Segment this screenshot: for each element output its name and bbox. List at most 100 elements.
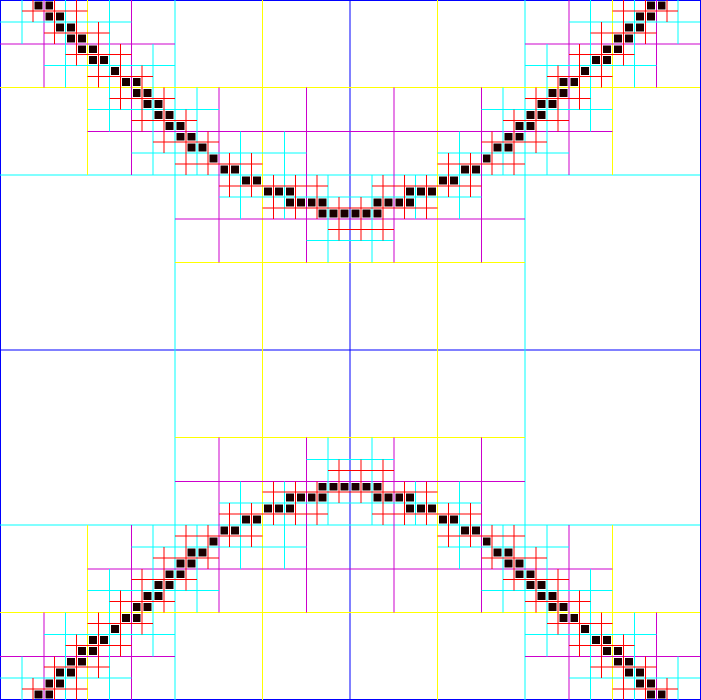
interface-cell xyxy=(154,99,163,108)
interface-cell xyxy=(482,537,491,546)
mesh-cell-split xyxy=(525,131,547,154)
mesh-cell-split xyxy=(262,87,350,175)
mesh-cell-split xyxy=(43,43,88,88)
interface-cell xyxy=(307,493,316,502)
mesh-cell-split xyxy=(350,175,525,350)
mesh-cell-split xyxy=(612,612,657,657)
interface-cell xyxy=(417,187,426,196)
interface-cell xyxy=(154,592,163,601)
mesh-cell-split xyxy=(306,175,350,219)
interface-cell xyxy=(548,89,557,97)
mesh-cell-split xyxy=(153,590,175,613)
interface-cell xyxy=(121,614,130,622)
interface-cell xyxy=(296,493,305,502)
interface-cell xyxy=(428,504,436,513)
interface-cell xyxy=(614,646,622,655)
mesh-cell-split xyxy=(459,525,482,547)
mesh-cell-split xyxy=(612,0,700,88)
mesh-cell-split xyxy=(503,131,525,154)
interface-cell xyxy=(296,198,305,207)
mesh-cell-split xyxy=(350,350,700,700)
interface-cell xyxy=(220,165,229,174)
interface-cell xyxy=(285,493,294,502)
mesh-cell-split xyxy=(131,131,175,175)
mesh-cell-split xyxy=(0,525,175,700)
interface-cell xyxy=(34,690,43,699)
mesh-cell-split xyxy=(175,175,263,263)
mesh-cell-split xyxy=(87,43,110,66)
interface-cell xyxy=(132,89,141,97)
mesh-cell-split xyxy=(393,175,416,197)
interface-cell xyxy=(362,209,371,218)
interface-cell xyxy=(603,635,611,644)
interface-cell xyxy=(504,132,513,141)
interface-cell xyxy=(285,187,294,196)
mesh-cell-split xyxy=(262,175,307,219)
mesh-cell-split xyxy=(131,65,154,88)
interface-cell xyxy=(449,515,458,524)
mesh-cell-split xyxy=(175,131,219,175)
mesh-cell-split xyxy=(262,175,350,263)
mesh-cell-split xyxy=(87,612,132,657)
interface-cell xyxy=(209,537,218,546)
mesh-cell-split xyxy=(218,503,241,525)
mesh-cell-split xyxy=(437,87,525,175)
interface-cell xyxy=(89,635,97,644)
mesh-cell-split xyxy=(612,21,635,44)
mesh-cell-split xyxy=(459,175,482,197)
mesh-cell-split xyxy=(568,590,591,613)
mesh-cell-split xyxy=(262,481,307,525)
interface-cell xyxy=(154,581,163,590)
interface-cell xyxy=(45,12,54,21)
mesh-cell-split xyxy=(350,459,372,482)
interface-cell xyxy=(592,635,601,644)
interface-cell xyxy=(176,121,185,130)
interface-cell xyxy=(603,646,611,655)
mesh-cell-split xyxy=(175,568,197,591)
mesh-cell-split xyxy=(525,612,569,657)
mesh-cell-split xyxy=(175,568,219,613)
mesh-cell-split xyxy=(437,481,482,525)
mesh-cell-split xyxy=(612,612,700,700)
mesh-cell-split xyxy=(525,87,547,110)
mesh-cell-split xyxy=(175,437,263,525)
mesh-cell-split xyxy=(218,525,263,569)
interface-cell xyxy=(526,110,535,119)
mesh-cell-split xyxy=(568,634,591,657)
interface-cell xyxy=(482,154,491,163)
interface-cell xyxy=(165,570,174,579)
mesh-cell-split xyxy=(525,525,569,569)
mesh-cell-split xyxy=(87,568,132,613)
mesh-cell-split xyxy=(131,590,154,613)
interface-cell xyxy=(614,34,622,43)
interface-cell xyxy=(504,559,513,568)
mesh-cell-split xyxy=(218,175,263,219)
mesh-cell-split xyxy=(240,525,263,547)
mesh-cell-split xyxy=(87,0,132,44)
mesh-cell-split xyxy=(350,437,438,525)
interface-cell xyxy=(384,198,393,207)
mesh-cell-split xyxy=(437,175,525,263)
mesh-cell-split xyxy=(371,459,394,482)
mesh-cell-split xyxy=(87,525,175,613)
interface-cell xyxy=(132,78,141,86)
mesh-cell-split xyxy=(109,65,132,88)
interface-cell xyxy=(373,209,382,218)
mesh-cell-split xyxy=(481,131,504,154)
mesh-cell-split xyxy=(546,109,569,132)
mesh-cell-split xyxy=(175,131,197,154)
interface-cell xyxy=(56,12,65,21)
interface-cell xyxy=(548,99,557,108)
mesh-cell-split xyxy=(218,525,241,547)
interface-cell xyxy=(253,515,261,524)
mesh-cell-split xyxy=(525,525,613,613)
mesh-cell-split xyxy=(568,568,613,613)
mesh-cell-split xyxy=(525,546,547,569)
mesh-cell-split xyxy=(284,481,307,504)
mesh-cell-split xyxy=(525,87,569,132)
mesh-cell-split xyxy=(109,612,132,635)
interface-cell xyxy=(176,570,185,579)
interface-cell xyxy=(78,646,86,655)
interface-cell xyxy=(406,493,415,502)
interface-cell xyxy=(559,614,568,622)
